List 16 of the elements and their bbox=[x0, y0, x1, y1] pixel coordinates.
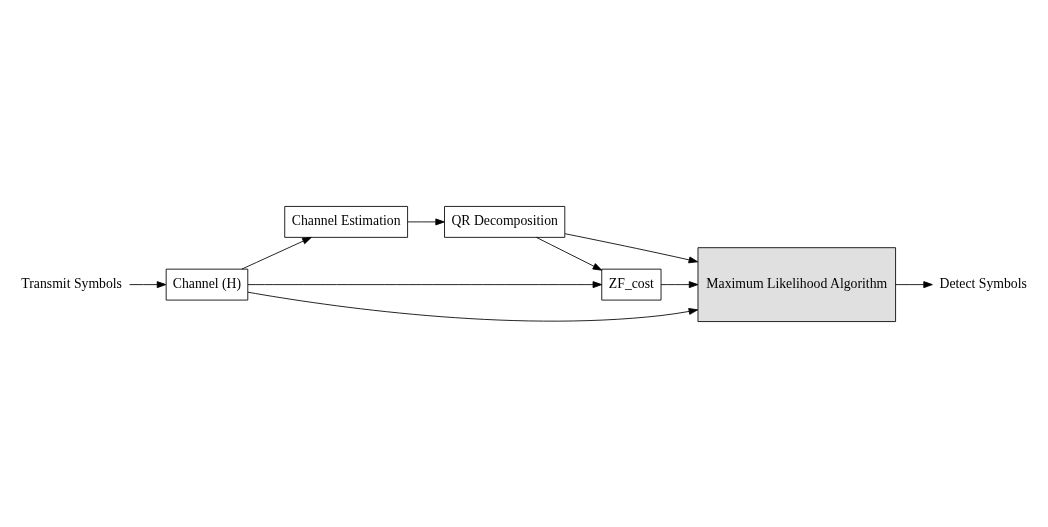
arrow bbox=[660, 280, 699, 288]
arrow bbox=[241, 236, 312, 270]
node-box: Channel Estimation bbox=[284, 205, 408, 238]
node-box: Maximum Likelihood Algorithm bbox=[697, 246, 896, 322]
arrow bbox=[536, 236, 603, 271]
arrow bbox=[895, 280, 933, 288]
node-text: Transmit Symbols bbox=[21, 275, 122, 291]
node-text: Detect Symbols bbox=[939, 275, 1027, 291]
arrow bbox=[129, 280, 167, 288]
node-box: Channel (H) bbox=[165, 268, 249, 300]
node-box: ZF_cost bbox=[601, 268, 662, 300]
arrow bbox=[247, 291, 699, 322]
arrow bbox=[407, 217, 445, 225]
node-box: QR Decomposition bbox=[444, 205, 566, 238]
arrow bbox=[247, 280, 603, 288]
arrow bbox=[564, 232, 699, 263]
